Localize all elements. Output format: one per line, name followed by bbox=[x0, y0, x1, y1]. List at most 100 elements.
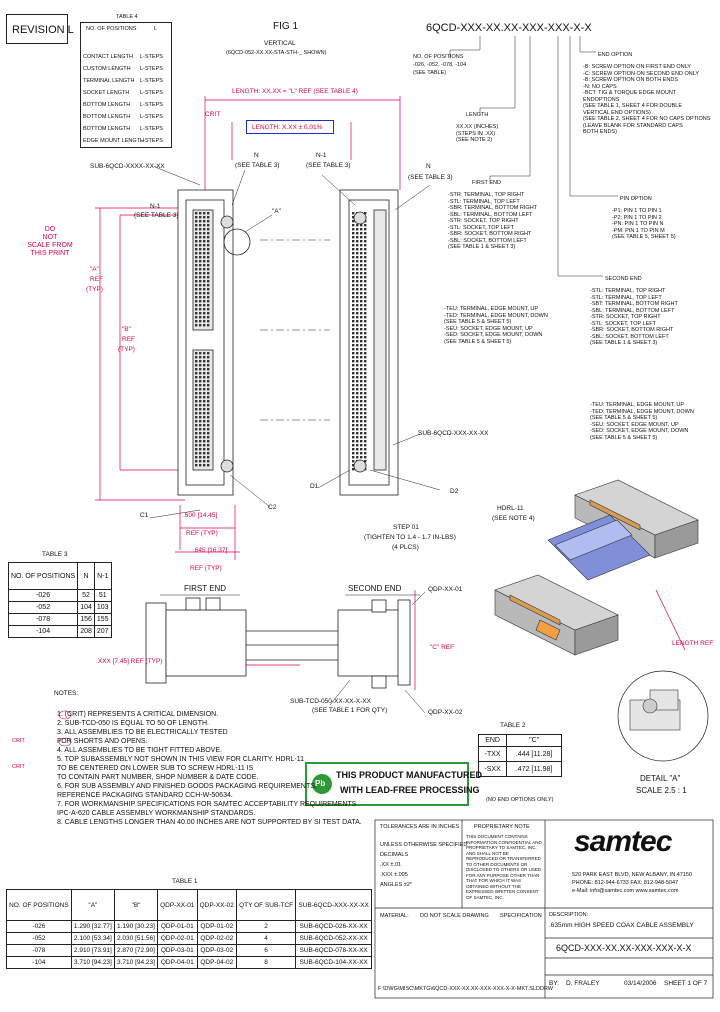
pin-mark bbox=[364, 324, 367, 327]
pin-mark bbox=[360, 224, 363, 227]
d1-label: D1 bbox=[310, 483, 319, 490]
pin-mark bbox=[356, 300, 359, 303]
pin-mark bbox=[195, 432, 198, 435]
table-row: EDGE MOUNT LENGTH bbox=[83, 138, 145, 144]
pin-mark bbox=[352, 352, 355, 355]
pin-mark bbox=[356, 272, 359, 275]
decimals-label: DECIMALS bbox=[380, 852, 409, 858]
table-cell: L-STEPS bbox=[140, 114, 163, 120]
pin-mark bbox=[356, 248, 359, 251]
leadfree-box bbox=[305, 762, 469, 806]
pin-mark bbox=[199, 464, 202, 467]
pin-mark bbox=[199, 360, 202, 363]
pin-mark bbox=[195, 264, 198, 267]
pin-mark bbox=[360, 336, 363, 339]
pin-mark bbox=[364, 372, 367, 375]
pin-mark bbox=[207, 384, 210, 387]
pin-mark bbox=[364, 228, 367, 231]
pin-mark bbox=[352, 384, 355, 387]
pin-mark bbox=[364, 292, 367, 295]
pin-mark bbox=[364, 392, 367, 395]
pin-mark bbox=[207, 320, 210, 323]
pin-mark bbox=[199, 228, 202, 231]
pin-mark bbox=[352, 224, 355, 227]
pin-mark bbox=[207, 220, 210, 223]
pin-mark bbox=[360, 248, 363, 251]
pin-mark bbox=[203, 272, 206, 275]
pin-mark bbox=[207, 396, 210, 399]
pin-mark bbox=[360, 436, 363, 439]
pin-mark bbox=[207, 364, 210, 367]
pin-mark bbox=[356, 368, 359, 371]
decimals-xx: .XX ±.01 bbox=[380, 862, 402, 868]
pin-mark bbox=[356, 440, 359, 443]
iso-view bbox=[494, 479, 699, 656]
pin-option-title: PIN OPTION bbox=[620, 196, 652, 202]
pin-mark bbox=[207, 352, 210, 355]
pin-mark bbox=[203, 424, 206, 427]
pin-mark bbox=[195, 396, 198, 399]
pin-mark bbox=[364, 288, 367, 291]
pin-mark bbox=[207, 412, 210, 415]
fig-caption: (6QCD-052-XX.XX-STA-STH-_ SHOWN) bbox=[226, 50, 327, 56]
pin-mark bbox=[203, 456, 206, 459]
subcable-qty: (SEE TABLE 1 FOR QTY) bbox=[312, 707, 388, 714]
pin-mark bbox=[195, 260, 198, 263]
pin-mark bbox=[203, 416, 206, 419]
pin-mark bbox=[356, 224, 359, 227]
pin-mark bbox=[199, 404, 202, 407]
pin-mark bbox=[364, 436, 367, 439]
detail-a-callout: "A" bbox=[272, 208, 281, 215]
pin-mark bbox=[203, 228, 206, 231]
by-label: BY: bbox=[549, 980, 560, 987]
pin-mark bbox=[195, 368, 198, 371]
pin-mark bbox=[207, 268, 210, 271]
pin-mark bbox=[360, 240, 363, 243]
pin-mark bbox=[356, 420, 359, 423]
pin-mark bbox=[207, 240, 210, 243]
pin-mark bbox=[203, 304, 206, 307]
pin-mark bbox=[195, 304, 198, 307]
pin-mark bbox=[207, 420, 210, 423]
pin-mark bbox=[199, 400, 202, 403]
pin-mark bbox=[352, 388, 355, 391]
pin-mark bbox=[364, 376, 367, 379]
file-path: F:\DWG\MISC\MKTG\6QCD-XXX-XX.XX-XXX-XXX-… bbox=[378, 986, 553, 992]
length-tolerance: LENGTH: X.XX ± 0.01% bbox=[252, 124, 323, 131]
dim-a-label: "A" bbox=[90, 266, 99, 273]
pin-mark bbox=[360, 260, 363, 263]
pin-mark bbox=[203, 244, 206, 247]
pin-mark bbox=[364, 328, 367, 331]
pin-mark bbox=[352, 284, 355, 287]
pin-mark bbox=[352, 332, 355, 335]
pin-mark bbox=[356, 288, 359, 291]
pin-mark bbox=[352, 216, 355, 219]
pin-mark bbox=[195, 288, 198, 291]
pin-mark bbox=[352, 408, 355, 411]
pin-mark bbox=[199, 276, 202, 279]
table-row: SOCKET LENGTH bbox=[83, 90, 130, 96]
pin-mark bbox=[199, 420, 202, 423]
c1-label: C1 bbox=[140, 512, 149, 519]
pin-mark bbox=[207, 400, 210, 403]
table-row: TERMINAL LENGTH bbox=[83, 78, 135, 84]
pin-mark bbox=[207, 452, 210, 455]
pin-mark bbox=[352, 360, 355, 363]
pin-mark bbox=[195, 212, 198, 215]
pin-mark bbox=[356, 424, 359, 427]
pin-mark bbox=[207, 244, 210, 247]
no-positions-title: NO. OF POSITIONS bbox=[413, 54, 464, 60]
pin-mark bbox=[352, 228, 355, 231]
pin-mark bbox=[195, 404, 198, 407]
pin-mark bbox=[203, 284, 206, 287]
pin-mark bbox=[356, 292, 359, 295]
pin-mark bbox=[195, 464, 198, 467]
pin-mark bbox=[356, 316, 359, 319]
pin-mark bbox=[364, 396, 367, 399]
pin-mark bbox=[203, 388, 206, 391]
leadfree-line2: WITH LEAD-FREE PROCESSING bbox=[340, 785, 480, 795]
sub-assy-label: SUB-6QCD-XXXX-XX-XX bbox=[90, 163, 165, 170]
pin-mark bbox=[360, 428, 363, 431]
tolerances-label: TOLERANCES ARE IN INCHES bbox=[380, 824, 460, 830]
